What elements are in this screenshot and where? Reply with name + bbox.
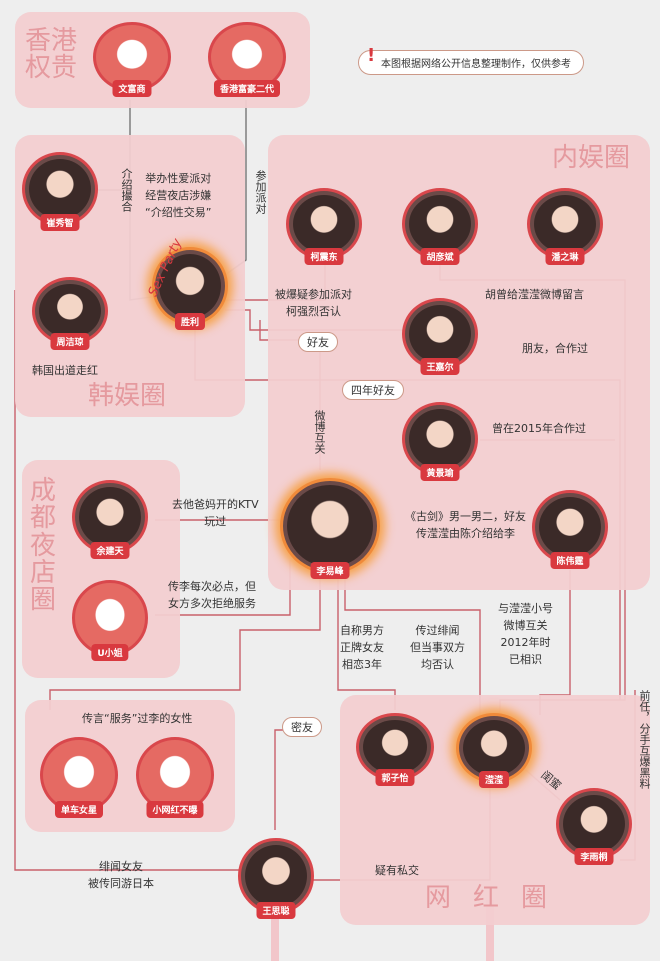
person-node[interactable]: 文富商: [93, 22, 171, 97]
edge-pill: 四年好友: [342, 380, 404, 400]
silhouette-icon: [100, 29, 164, 85]
silhouette-icon: [215, 29, 279, 85]
person-node[interactable]: 潘之琳: [527, 188, 603, 265]
group-title-hk: 香港权贵: [25, 26, 78, 84]
disclaimer-notice: !本图根据网络公开信息整理制作，仅供参考: [358, 45, 584, 75]
edge-label: 传李每次必点，但 女方多次拒绝服务: [168, 580, 256, 611]
person-node[interactable]: U小姐: [72, 580, 148, 661]
edge-label: 举办性爱派对 经营夜店涉嫌 “介绍性交易”: [145, 172, 212, 220]
person-node[interactable]: 周洁琼: [32, 277, 108, 350]
person-node[interactable]: 单车女星: [40, 737, 118, 818]
person-node[interactable]: 余建天: [72, 480, 148, 559]
edge-label: 自称男方 正牌女友 相恋3年: [340, 624, 384, 672]
person-node[interactable]: 崔秀智: [22, 152, 98, 231]
person-node[interactable]: 李雨桐: [556, 788, 632, 865]
silhouette-icon: [79, 587, 141, 649]
edge-label: 传言“服务”过李的女性: [82, 712, 193, 725]
edge-label: 与滢滢小号 微博互关 2012年时 已相识: [498, 602, 553, 667]
exclamation-icon: !: [367, 45, 376, 66]
group-title-korea: 韩娱圈: [88, 381, 167, 411]
edge-label: 前任，分手互爆黑料: [638, 690, 651, 789]
person-node-main[interactable]: 李易峰: [280, 478, 380, 579]
silhouette-icon: [47, 744, 111, 806]
person-node[interactable]: 柯震东: [286, 188, 362, 265]
silhouette-icon: [143, 744, 207, 806]
edge-label: 曾在2015年合作过: [492, 422, 586, 435]
person-node[interactable]: 胡彦斌: [402, 188, 478, 265]
person-node[interactable]: 郭子怡: [356, 713, 434, 786]
group-title-wanghong: 网红圈: [425, 883, 570, 913]
edge-label: 微博互关: [313, 410, 326, 454]
edge-label: 《古剑》男一男二，好友 传滢滢由陈介绍给李: [405, 510, 526, 541]
edge-label: 韩国出道走红: [32, 364, 98, 377]
person-node[interactable]: 王思聪: [238, 838, 314, 919]
person-node[interactable]: 王嘉尔: [402, 298, 478, 375]
person-node[interactable]: 黄景瑜: [402, 402, 478, 481]
person-node[interactable]: 香港富豪二代: [208, 22, 286, 97]
edge-label: 胡曾给滢滢微博留言: [485, 288, 584, 301]
edge-label: 传过绯闻 但当事双方 均否认: [410, 624, 465, 672]
group-title-mainland: 内娱圈: [552, 143, 631, 173]
edge-label: 朋友，合作过: [522, 342, 588, 355]
group-title-chengdu: 成都夜店圈: [30, 476, 57, 616]
person-node[interactable]: 小网红不曝: [136, 737, 214, 818]
edge-label: 疑有私交: [375, 864, 419, 877]
person-node-center[interactable]: 胜利: [152, 247, 228, 330]
edge-label: 绯闻女友 被传同游日本: [88, 860, 154, 891]
edge-pill: 好友: [298, 332, 338, 352]
person-node[interactable]: 陈伟霆: [532, 490, 608, 569]
edge-label: 参加派对: [254, 170, 267, 214]
edge-label: 被爆疑参加派对 柯强烈否认: [275, 288, 352, 319]
edge-pill: 密友: [282, 717, 322, 737]
edge-label: 介绍撮合: [120, 168, 133, 212]
edge-label: 去他爸妈开的KTV 玩过: [172, 498, 259, 529]
person-node-center[interactable]: 滢滢: [456, 713, 532, 788]
